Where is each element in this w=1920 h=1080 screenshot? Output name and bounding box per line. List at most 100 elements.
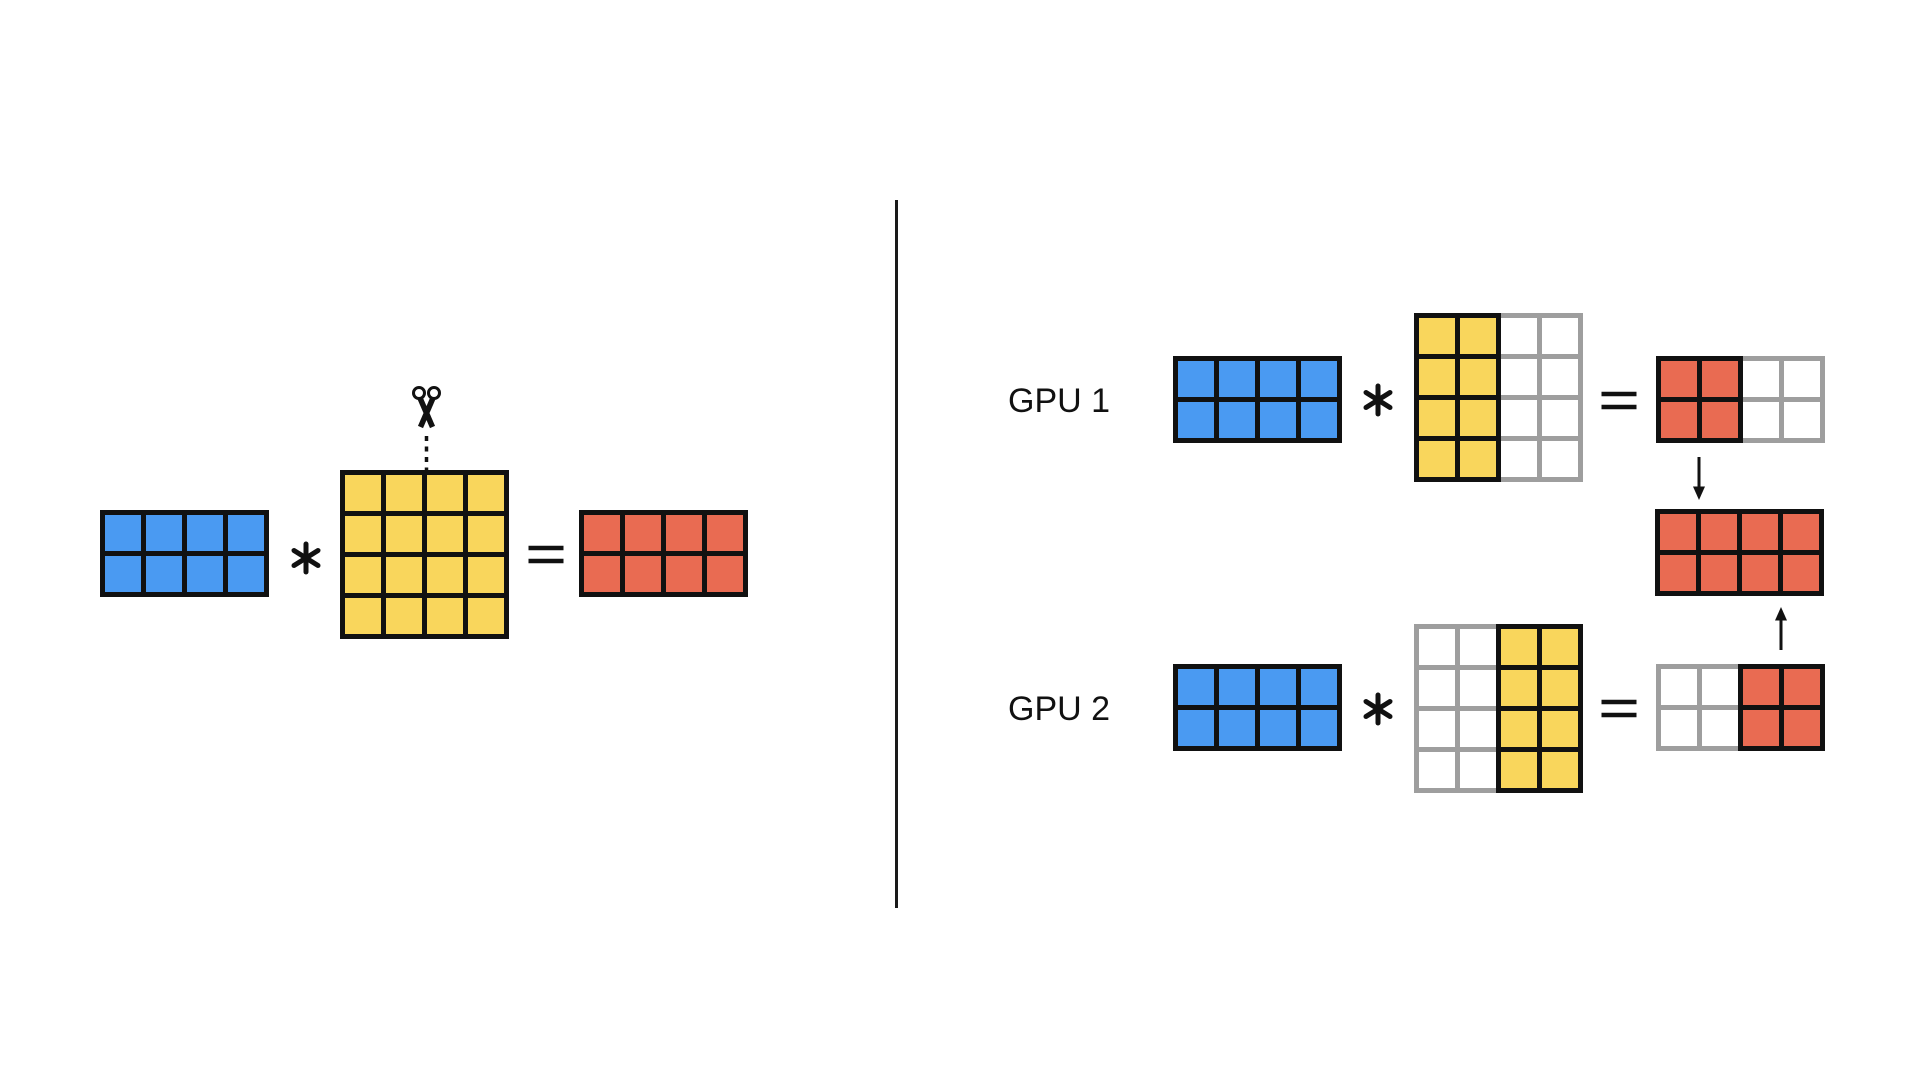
matrix-cell xyxy=(1173,356,1219,402)
matrix-ghost-cell xyxy=(1455,665,1501,711)
equals-operator-gpu2 xyxy=(1601,699,1637,718)
matrix-a-full xyxy=(100,510,269,597)
gpu2-label: GPU 2 xyxy=(1008,690,1111,728)
matrix-c-full xyxy=(579,510,748,597)
matrix-ghost-cell xyxy=(1496,436,1542,482)
matrix-cell xyxy=(422,552,468,598)
equals-operator xyxy=(528,545,564,564)
matrix-cell xyxy=(1537,747,1583,793)
matrix-cell xyxy=(1296,705,1342,751)
multiply-operator-gpu2 xyxy=(1363,692,1393,726)
matrix-cell xyxy=(1296,664,1342,710)
matrix-cell xyxy=(381,593,427,639)
matrix-cell xyxy=(1737,550,1783,596)
matrix-c-combined xyxy=(1655,509,1824,596)
matrix-cell xyxy=(1455,313,1501,359)
matrix-cell xyxy=(1738,705,1784,751)
matrix-cell xyxy=(1779,664,1825,710)
matrix-cell xyxy=(1414,395,1460,441)
arrow-down-icon xyxy=(1693,457,1705,500)
matrix-cell xyxy=(1255,664,1301,710)
matrix-cell xyxy=(620,551,666,597)
matrix-cell xyxy=(1779,705,1825,751)
matrix-ghost-cell xyxy=(1738,356,1784,402)
matrix-cell xyxy=(1697,397,1743,443)
matrix-b-full xyxy=(340,470,509,639)
matrix-ghost-cell xyxy=(1656,664,1702,710)
matrix-b-shard-gpu1 xyxy=(1414,313,1583,482)
matrix-ghost-cell xyxy=(1537,354,1583,400)
matrix-ghost-cell xyxy=(1496,354,1542,400)
matrix-cell xyxy=(1214,397,1260,443)
matrix-cell xyxy=(1656,356,1702,402)
matrix-cell xyxy=(620,510,666,556)
matrix-ghost-cell xyxy=(1697,664,1743,710)
matrix-cell xyxy=(579,551,625,597)
matrix-c-shard-gpu2 xyxy=(1656,664,1825,751)
matrix-ghost-cell xyxy=(1414,665,1460,711)
matrix-cell xyxy=(1414,313,1460,359)
matrix-cell xyxy=(1455,436,1501,482)
matrix-cell xyxy=(1655,550,1701,596)
matrix-ghost-cell xyxy=(1779,397,1825,443)
tensor-parallel-panel: GPU 1 GPU 2 xyxy=(898,0,1920,1080)
matrix-cell xyxy=(422,470,468,516)
matrix-ghost-cell xyxy=(1697,705,1743,751)
matrix-cell xyxy=(340,552,386,598)
matrix-c-shard-gpu1 xyxy=(1656,356,1825,443)
matrix-cell xyxy=(463,552,509,598)
multiply-operator-gpu1 xyxy=(1363,383,1393,417)
matrix-a-gpu2 xyxy=(1173,664,1342,751)
matrix-ghost-cell xyxy=(1537,395,1583,441)
matrix-cell xyxy=(1537,665,1583,711)
matrix-ghost-cell xyxy=(1414,747,1460,793)
matrix-cell xyxy=(223,510,269,556)
matrix-ghost-cell xyxy=(1779,356,1825,402)
matrix-cell xyxy=(702,510,748,556)
matrix-cell xyxy=(182,551,228,597)
panel-divider xyxy=(895,200,898,908)
matrix-cell xyxy=(1738,664,1784,710)
matrix-ghost-cell xyxy=(1496,313,1542,359)
matrix-cell xyxy=(1496,747,1542,793)
matrix-cell xyxy=(1656,397,1702,443)
matrix-cell xyxy=(1778,509,1824,555)
matrix-cell xyxy=(1455,354,1501,400)
matrix-cell xyxy=(1696,550,1742,596)
matrix-ghost-cell xyxy=(1414,624,1460,670)
matrix-cell xyxy=(661,551,707,597)
matrix-cell xyxy=(1214,664,1260,710)
matrix-cell xyxy=(702,551,748,597)
matrix-cell xyxy=(422,593,468,639)
matrix-ghost-cell xyxy=(1537,436,1583,482)
matrix-cell xyxy=(223,551,269,597)
matrix-cell xyxy=(661,510,707,556)
full-matmul-panel xyxy=(0,0,895,1080)
matrix-cell xyxy=(1214,356,1260,402)
matrix-cell xyxy=(1537,706,1583,752)
matrix-cell xyxy=(1655,509,1701,555)
matrix-b-shard-gpu2 xyxy=(1414,624,1583,793)
matrix-cell xyxy=(463,593,509,639)
multiply-operator xyxy=(291,541,321,575)
matrix-cell xyxy=(141,551,187,597)
matrix-ghost-cell xyxy=(1414,706,1460,752)
matrix-cell xyxy=(381,470,427,516)
matrix-cell xyxy=(1697,356,1743,402)
matrix-cell xyxy=(422,511,468,557)
matrix-cell xyxy=(381,511,427,557)
matrix-cell xyxy=(100,551,146,597)
matrix-cell xyxy=(381,552,427,598)
matrix-ghost-cell xyxy=(1656,705,1702,751)
matrix-cell xyxy=(1496,624,1542,670)
matrix-cell xyxy=(1296,397,1342,443)
matrix-cell xyxy=(1214,705,1260,751)
matrix-ghost-cell xyxy=(1455,624,1501,670)
matrix-cell xyxy=(1255,397,1301,443)
matrix-ghost-cell xyxy=(1496,395,1542,441)
matrix-cell xyxy=(182,510,228,556)
matrix-cell xyxy=(1737,509,1783,555)
matrix-cell xyxy=(1173,664,1219,710)
matrix-cell xyxy=(463,511,509,557)
